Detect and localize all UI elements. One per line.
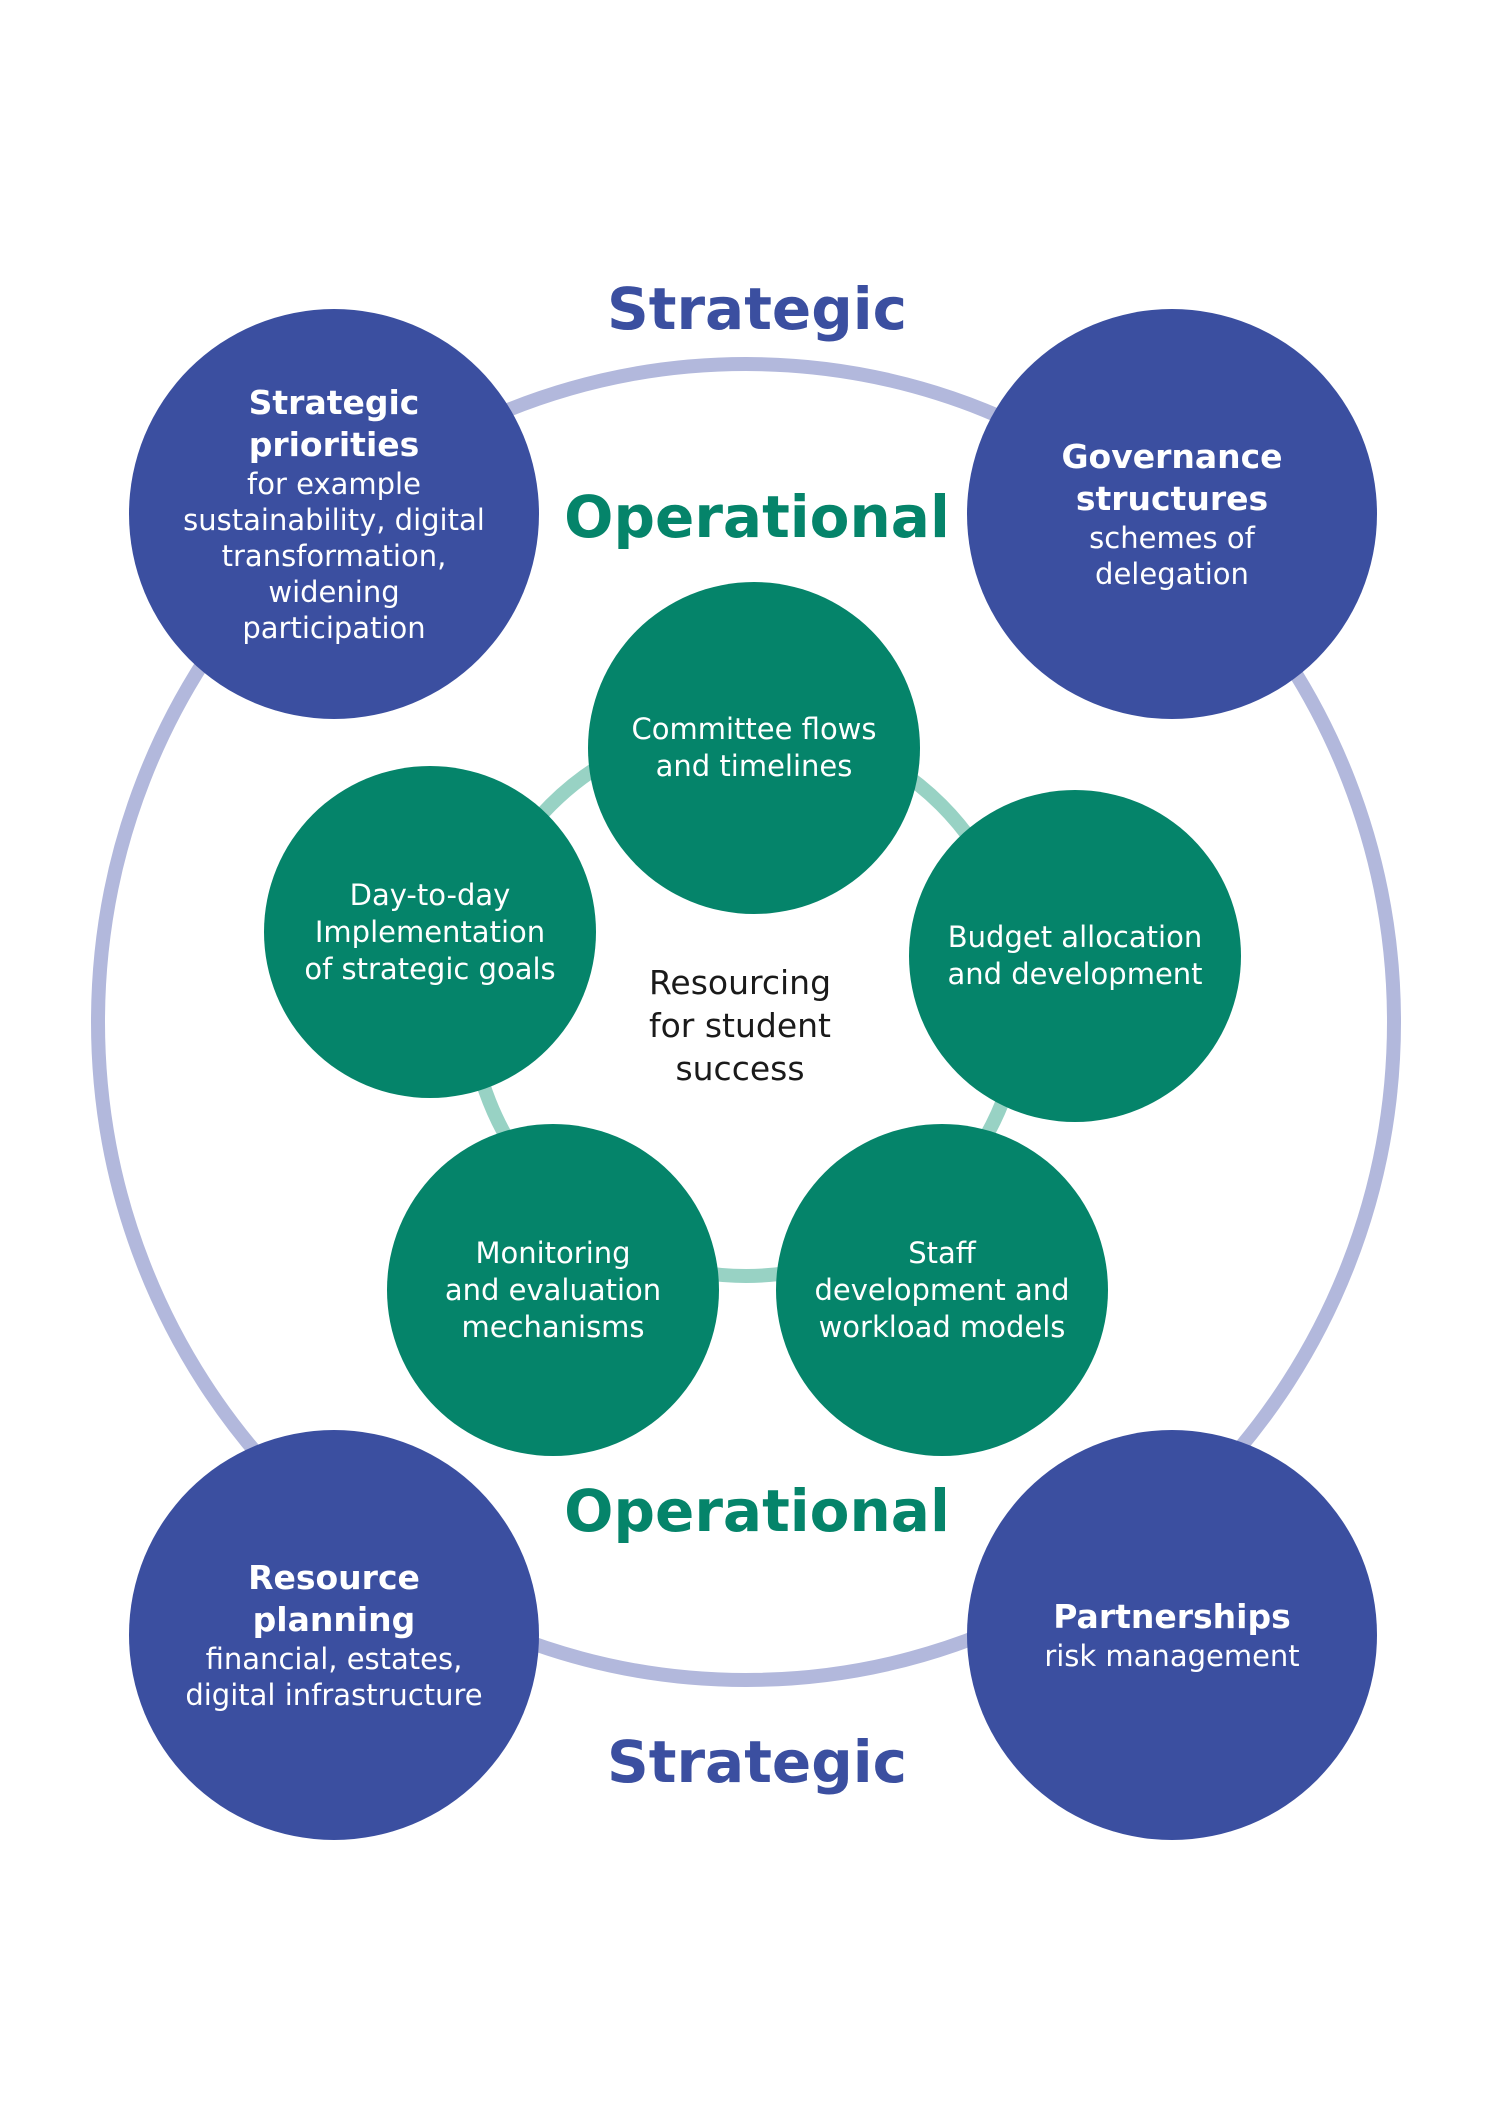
strategic-label-bottom: Strategic	[606, 1728, 908, 1796]
outer-item-heading: Strategic priorities	[248, 383, 420, 464]
inner-circle-monitoring	[387, 1124, 719, 1456]
outer-item-subtext: for example sustainability, digital tran…	[183, 467, 485, 645]
outer-circle-partnerships	[967, 1430, 1377, 1840]
outer-circle-strategic-priorities	[129, 309, 539, 719]
outer-item-resource-planning: Resource planning financial, estates, di…	[154, 1455, 514, 1815]
outer-item-governance-structures: Governance structures schemes of delegat…	[992, 334, 1352, 694]
operational-label-top: Operational	[564, 483, 950, 551]
inner-item-staff-development: Staff development and workload models	[814, 1235, 1070, 1344]
inner-circle-committee-flows	[588, 582, 920, 914]
inner-circle-budget-allocation	[909, 790, 1241, 1122]
outer-item-subtext: schemes of delegation	[1089, 521, 1255, 591]
outer-item-heading: Partnerships	[1053, 1597, 1291, 1636]
operational-label-bottom: Operational	[564, 1477, 950, 1545]
strategic-label-top: Strategic	[606, 275, 908, 343]
inner-circle-staff-development	[776, 1124, 1108, 1456]
inner-item-committee-flows: Committee flows and timelines	[631, 712, 877, 783]
outer-item-subtext: risk management	[1044, 1639, 1300, 1673]
center-label: Resourcing for student success	[648, 962, 832, 1088]
outer-item-subtext: financial, estates, digital infrastructu…	[185, 1642, 483, 1712]
outer-circle-governance-structures	[967, 309, 1377, 719]
inner-item-budget-allocation: Budget allocation and development	[947, 920, 1203, 991]
outer-item-heading: Resource planning	[248, 1558, 420, 1639]
outer-item-partnerships: Partnerships risk management	[992, 1455, 1352, 1815]
inner-item-monitoring: Monitoring and evaluation mechanisms	[444, 1235, 662, 1344]
outer-item-strategic-priorities: Strategic priorities for example sustain…	[154, 334, 514, 694]
inner-item-day-to-day: Day-to-day Implementation of strategic g…	[304, 877, 556, 986]
outer-ring	[91, 357, 1401, 1687]
outer-circle-resource-planning	[129, 1430, 539, 1840]
outer-item-heading: Governance structures	[1061, 437, 1283, 518]
inner-circle-day-to-day	[264, 766, 596, 1098]
